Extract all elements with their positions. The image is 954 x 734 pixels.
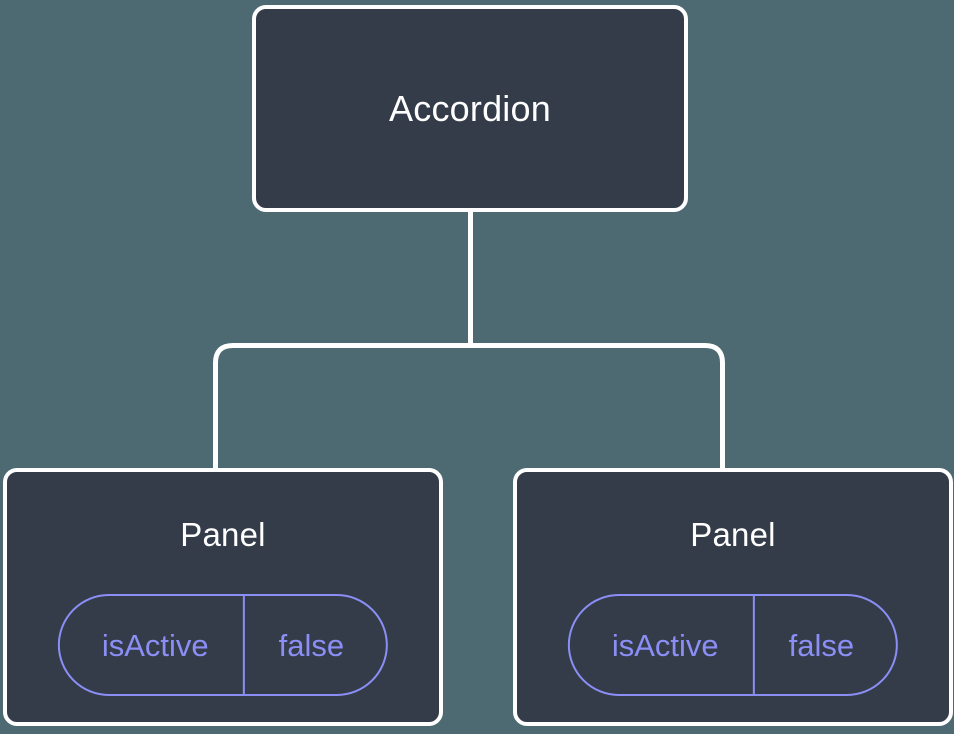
tree-node-panel-1-label: Panel [180,516,266,553]
state-badge-key: isActive [611,627,719,663]
tree-node-panel-1[interactable]: Panel isActive false [3,468,443,726]
tree-node-accordion-label: Accordion [389,87,551,129]
state-badge-panel-1[interactable]: isActive false [57,594,389,696]
edge-branch-bar [213,343,725,472]
tree-node-panel-2[interactable]: Panel isActive false [513,468,953,726]
tree-node-panel-2-label: Panel [690,516,776,553]
tree-node-accordion[interactable]: Accordion [252,5,688,212]
state-badge-key: isActive [101,627,209,663]
state-badge-panel-2[interactable]: isActive false [567,594,899,696]
state-badge-value: false [242,596,386,694]
state-badge-value: false [752,596,896,694]
